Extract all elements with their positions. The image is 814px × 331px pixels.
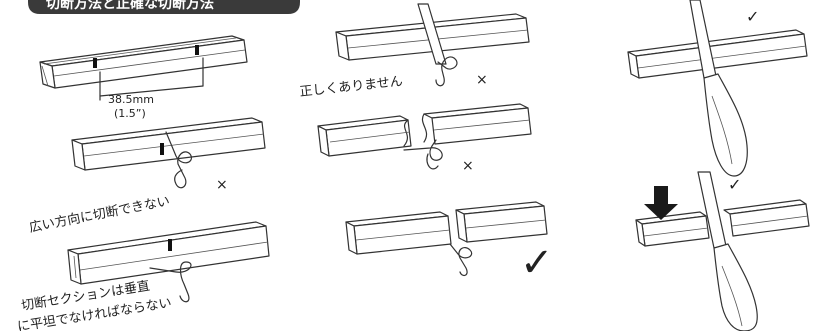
profile-split-wrong (317, 103, 532, 170)
profile-knife-top (627, 0, 808, 177)
blade (417, 3, 447, 65)
measure-inch: (1.5”) (114, 107, 146, 120)
profile-wide-cut (71, 117, 266, 189)
cut-mark-right (195, 45, 199, 55)
header-title: 切断方法と正確な切断方法 (46, 0, 214, 12)
cross-mark-3: × (462, 158, 474, 174)
profile-knife-bottom (635, 171, 810, 331)
down-arrow-icon (644, 186, 678, 220)
cut-mark (168, 239, 172, 251)
profile-measure (39, 35, 248, 101)
check-mark-3: ✓ (728, 175, 741, 194)
knife-handle (713, 243, 758, 331)
label-not-correct: 正しくありません (299, 74, 404, 100)
profile-correct-split (345, 201, 548, 277)
check-mark-1: ✓ (520, 240, 554, 286)
cross-mark-2: × (476, 72, 488, 88)
cut-mark (160, 143, 164, 155)
cross-mark-1: × (216, 177, 228, 193)
cut-mark-left (93, 58, 97, 68)
profile-blade-wrong (335, 3, 530, 87)
check-mark-2: ✓ (746, 7, 759, 26)
measure-value: 38.5mm (108, 93, 154, 106)
profile-perpendicular (67, 221, 270, 303)
knife-handle (703, 73, 748, 177)
label-cannot-cut-wide: 広い方向に切断できない (28, 193, 171, 236)
